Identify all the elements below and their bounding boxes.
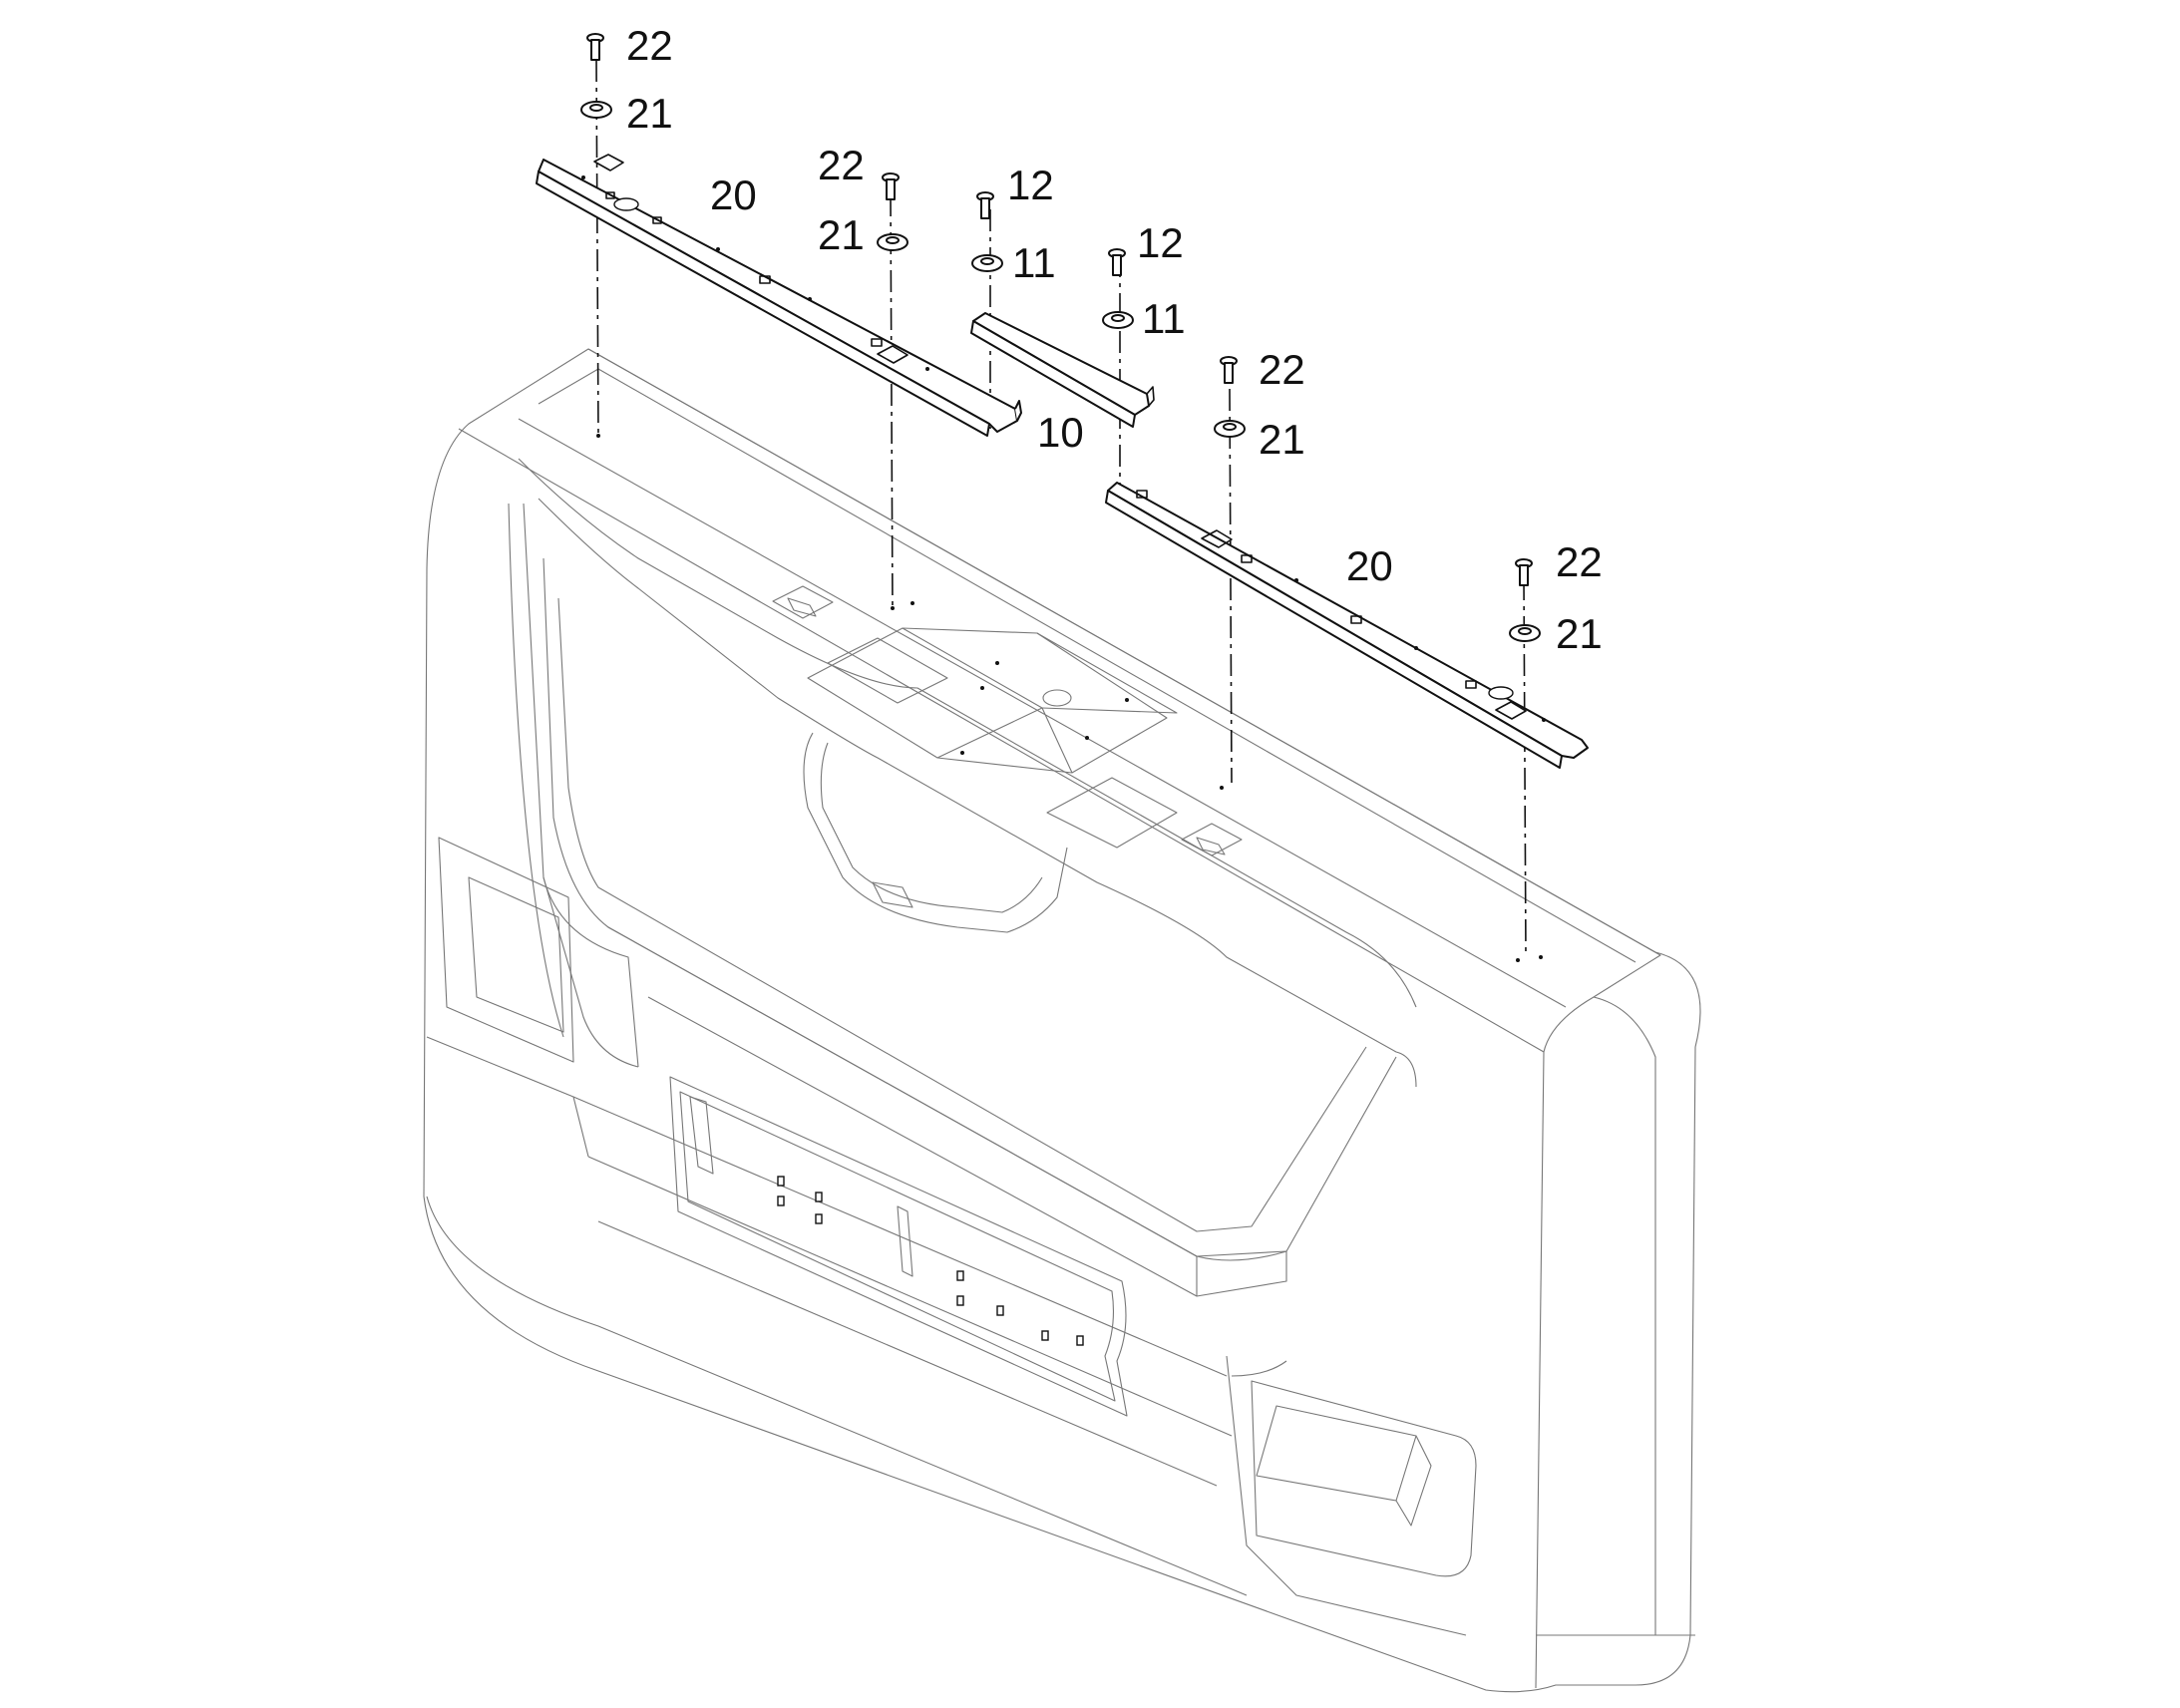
washer-21-d — [1509, 624, 1541, 642]
callout-22: 22 — [1259, 346, 1305, 393]
bolt-22-d — [1515, 558, 1533, 586]
callout-20: 20 — [710, 171, 757, 218]
bracket-20-right — [1105, 482, 1589, 769]
callout-10: 10 — [1037, 409, 1084, 456]
callout-21: 21 — [1259, 416, 1305, 463]
callout-21: 21 — [626, 90, 673, 137]
callout-11: 11 — [1142, 295, 1186, 342]
callout-20: 20 — [1346, 542, 1393, 589]
washer-21-c — [1214, 420, 1246, 438]
washer-11-a — [971, 254, 1003, 272]
callout-labels: 22 21 20 22 21 12 11 12 11 10 22 21 20 2… — [626, 22, 1603, 657]
bolt-12-a — [976, 191, 994, 219]
bolt-22-c — [1220, 356, 1238, 384]
assembly-centerlines — [595, 59, 1527, 958]
bolt-12-b — [1108, 248, 1126, 276]
plate-holes — [777, 1176, 1084, 1346]
callout-22: 22 — [626, 22, 673, 69]
callout-22: 22 — [818, 142, 865, 188]
callout-22: 22 — [1556, 538, 1603, 585]
fasteners — [580, 33, 1541, 642]
callout-12: 12 — [1007, 162, 1054, 208]
callout-21: 21 — [818, 211, 865, 258]
bolt-22-a — [586, 33, 604, 61]
washer-21-a — [580, 101, 612, 119]
bracket-10-middle — [970, 312, 1155, 428]
counterweight-body — [423, 348, 1701, 1693]
washer-11-b — [1102, 311, 1134, 329]
bolt-22-b — [882, 172, 900, 200]
washer-21-b — [877, 233, 908, 251]
callout-12: 12 — [1137, 219, 1184, 266]
callout-21: 21 — [1556, 610, 1603, 657]
bracket-20-left — [536, 154, 1022, 437]
callout-11: 11 — [1012, 239, 1056, 286]
